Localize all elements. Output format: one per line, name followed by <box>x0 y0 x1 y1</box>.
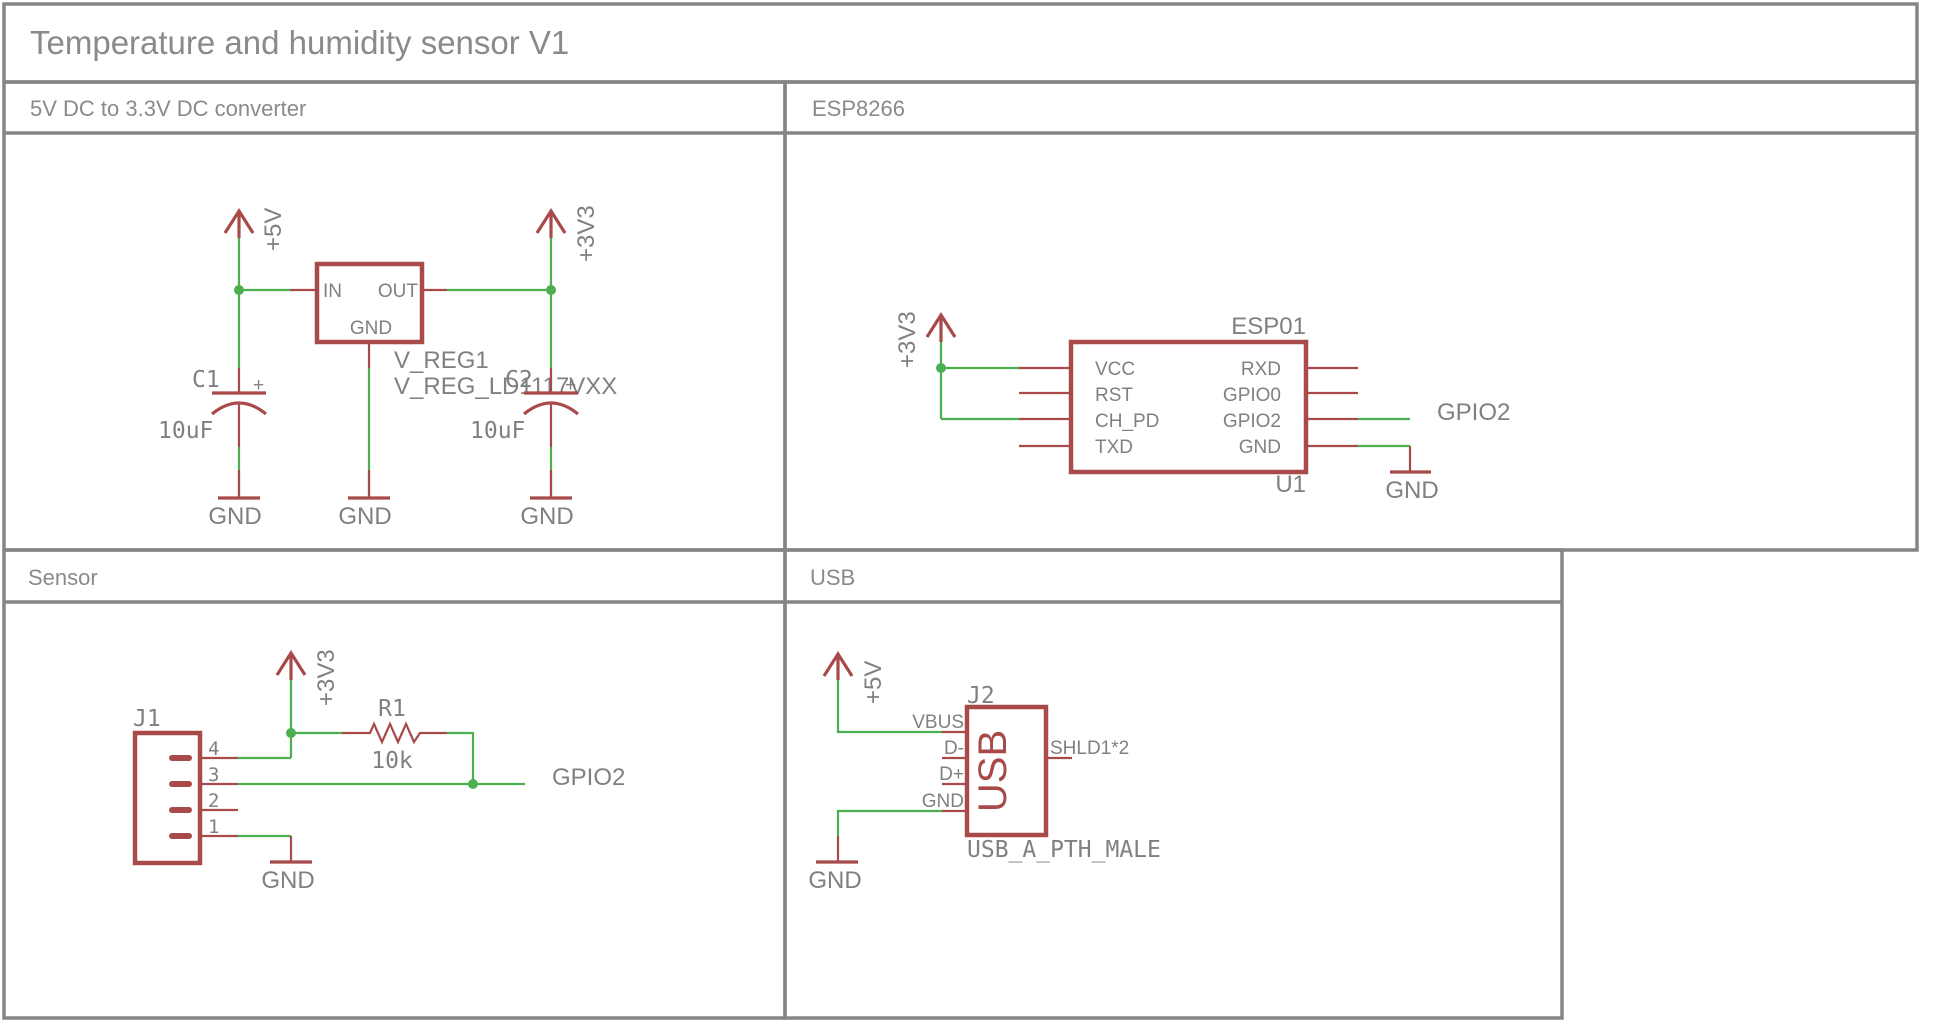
supply-3v3-label: +3V3 <box>313 649 340 706</box>
resistor-value: 10k <box>371 748 413 774</box>
connector-name: J1 <box>133 706 161 732</box>
resistor-name: R1 <box>378 696 406 722</box>
sensor-section: +3V3 R1 10k GPIO2 4 3 2 1 <box>132 649 625 894</box>
pin-number: 3 <box>208 764 219 786</box>
junction <box>468 779 478 789</box>
c2-value: 10uF <box>470 418 525 444</box>
wire <box>447 731 475 784</box>
pin-label: VBUS <box>912 712 964 733</box>
supply-3v3-symbol <box>275 650 307 680</box>
module-body <box>1068 339 1309 475</box>
pin-label: GND <box>1239 437 1281 458</box>
capacitor-c1: + <box>210 368 268 447</box>
usb-frame <box>783 548 1564 1020</box>
drawing-title: Temperature and humidity sensor V1 <box>30 24 569 61</box>
net-label-gpio2: GPIO2 <box>552 764 625 791</box>
voltage-regulator: IN OUT GND <box>290 261 447 368</box>
supply-5v-symbol <box>822 651 854 680</box>
wire <box>836 809 942 836</box>
pin-label-out: OUT <box>378 281 419 302</box>
connector-j1: 4 3 2 1 <box>132 730 238 866</box>
pin-number: 1 <box>208 816 219 838</box>
connector-body <box>132 730 203 866</box>
section-label-sensor: Sensor <box>28 565 98 590</box>
ground-label: GND <box>520 503 573 530</box>
junction <box>936 363 946 373</box>
arrow-up-icon <box>535 208 567 234</box>
supply-3v3-label: +3V3 <box>573 205 600 262</box>
junction <box>286 728 296 738</box>
pin-number: 2 <box>208 790 219 812</box>
regulator-value: V_REG_LD1117VXX <box>394 373 617 400</box>
ground-label: GND <box>261 867 314 894</box>
pin-label: SHLD1*2 <box>1050 738 1129 759</box>
capacitor-c2: + <box>522 368 580 447</box>
connector-name: J2 <box>967 683 995 709</box>
pin-label: D+ <box>939 764 964 785</box>
pin-label: GND <box>922 791 964 812</box>
regulator-body <box>314 261 425 345</box>
arrow-up-icon <box>223 208 255 234</box>
pin-label: RST <box>1095 385 1133 406</box>
pin-label: D- <box>944 738 964 759</box>
arrow-up-icon <box>275 650 307 676</box>
pin-label-in: IN <box>323 281 342 302</box>
esp-frame <box>783 80 1919 552</box>
resistor-r1 <box>342 721 447 745</box>
supply-3v3-symbol <box>925 312 957 342</box>
ground-label: GND <box>808 867 861 894</box>
polarity-plus-icon: + <box>253 375 264 396</box>
usb-body-text: USB <box>971 730 1015 812</box>
module-name: U1 <box>1275 471 1306 498</box>
connector-value: USB_A_PTH_MALE <box>967 837 1161 863</box>
arrow-up-icon <box>822 651 854 677</box>
supply-5v-label: +5V <box>860 661 887 704</box>
pin-number: 4 <box>208 738 219 760</box>
pin-label: CH_PD <box>1095 411 1159 432</box>
resistor-zigzag <box>342 721 447 745</box>
junction <box>546 285 556 295</box>
c1-name: C1 <box>192 367 220 393</box>
usb-section: +5V USB VBUS D- D+ GND SHLD1*2 J2 USB_A_… <box>808 651 1161 894</box>
ground-symbol <box>1390 446 1431 474</box>
regulator-name: V_REG1 <box>394 347 489 374</box>
section-label-usb: USB <box>810 565 855 590</box>
pin-label: TXD <box>1095 437 1133 458</box>
supply-5v-symbol <box>223 208 255 238</box>
supply-3v3-symbol <box>535 208 567 238</box>
c1-value: 10uF <box>158 418 213 444</box>
pin-label: GPIO2 <box>1223 411 1281 432</box>
pin-label: VCC <box>1095 359 1135 380</box>
section-label-esp: ESP8266 <box>812 96 905 121</box>
c2-name: C2 <box>505 367 533 393</box>
ground-symbol <box>816 836 858 864</box>
junction <box>234 285 244 295</box>
section-label-converter: 5V DC to 3.3V DC converter <box>30 96 306 121</box>
ground-label: GND <box>1385 477 1438 504</box>
converter-section: +5V +3V3 IN OUT GND V_REG1 V_REG_LD1117V… <box>158 205 617 530</box>
pin-label-gnd: GND <box>350 318 392 339</box>
connector-body <box>964 704 1049 838</box>
ground-label: GND <box>208 503 261 530</box>
ground-label: GND <box>338 503 391 530</box>
polarity-plus-icon: + <box>565 375 576 396</box>
pin-label: GPIO0 <box>1223 385 1281 406</box>
arrow-up-icon <box>925 312 957 338</box>
ground-symbol <box>270 836 312 864</box>
esp01-module: VCC RST CH_PD TXD RXD GPIO0 GPIO2 GND <box>1019 339 1358 475</box>
module-value: ESP01 <box>1231 313 1306 340</box>
ground-symbol <box>218 470 260 500</box>
supply-3v3-label: +3V3 <box>894 311 921 368</box>
ground-symbol <box>530 470 572 500</box>
supply-5v-label: +5V <box>260 208 287 251</box>
usb-connector-j2: USB VBUS D- D+ GND SHLD1*2 <box>912 704 1129 838</box>
net-label-gpio2: GPIO2 <box>1437 399 1510 426</box>
wire <box>836 680 942 734</box>
esp-section: +3V3 VCC RST CH_PD TXD RXD GPIO0 GPIO2 G… <box>894 311 1510 504</box>
converter-frame <box>2 80 787 552</box>
pin-label: RXD <box>1241 359 1281 380</box>
ground-symbol <box>348 470 390 500</box>
